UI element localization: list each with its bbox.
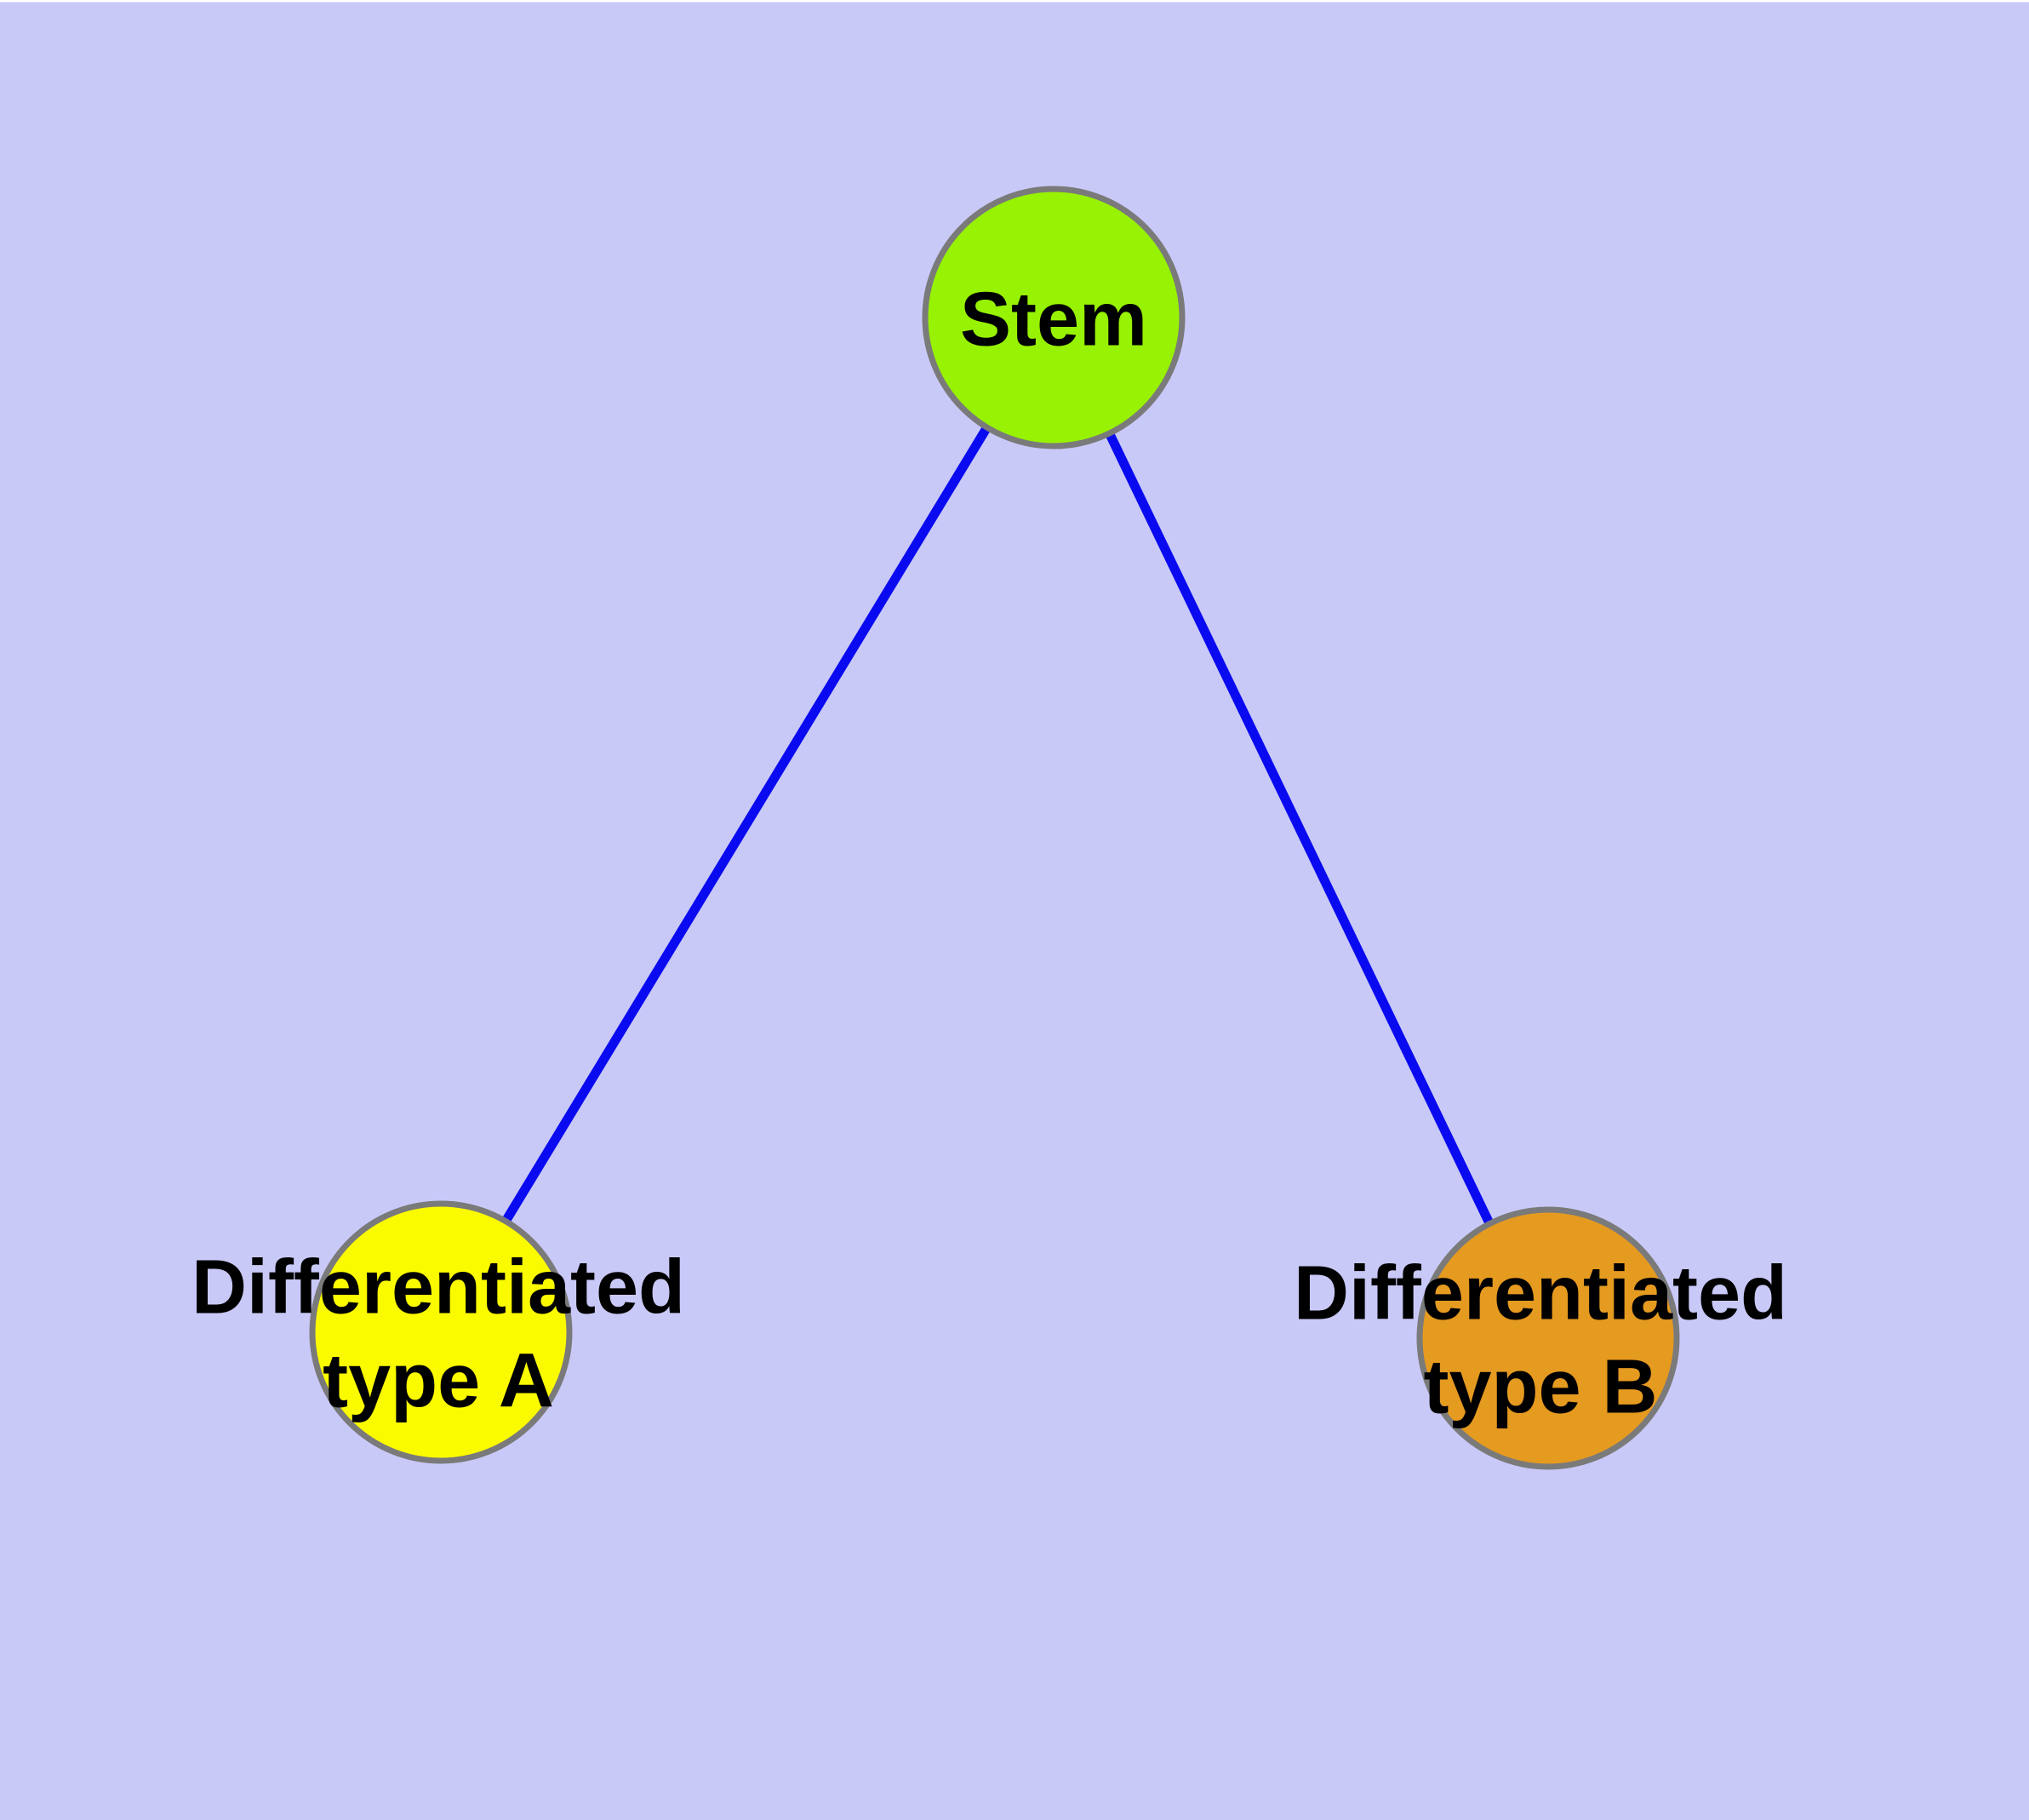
node-stem-label: Stem	[960, 277, 1147, 362]
edge-stem-to-type-b[interactable]	[1049, 315, 1549, 1341]
window-top-edge	[0, 0, 2029, 3]
node-layer	[309, 186, 1680, 1470]
node-type-a-label-line1: Differentiated	[191, 1245, 685, 1330]
node-type-b-label-line2: type B	[1423, 1344, 1657, 1429]
node-type-a-circle[interactable]	[309, 1200, 573, 1464]
label-layer: Stem Differentiated type A Differentiate…	[191, 277, 1787, 1429]
node-type-a-label-line2: type A	[323, 1338, 554, 1423]
node-type-b-label-line1: Differentiated	[1294, 1251, 1787, 1336]
edge-stem-to-type-a[interactable]	[434, 315, 1058, 1335]
node-stem-circle[interactable]	[922, 186, 1186, 449]
edge-layer	[434, 315, 1549, 1341]
node-type-b-circle[interactable]	[1416, 1206, 1680, 1470]
